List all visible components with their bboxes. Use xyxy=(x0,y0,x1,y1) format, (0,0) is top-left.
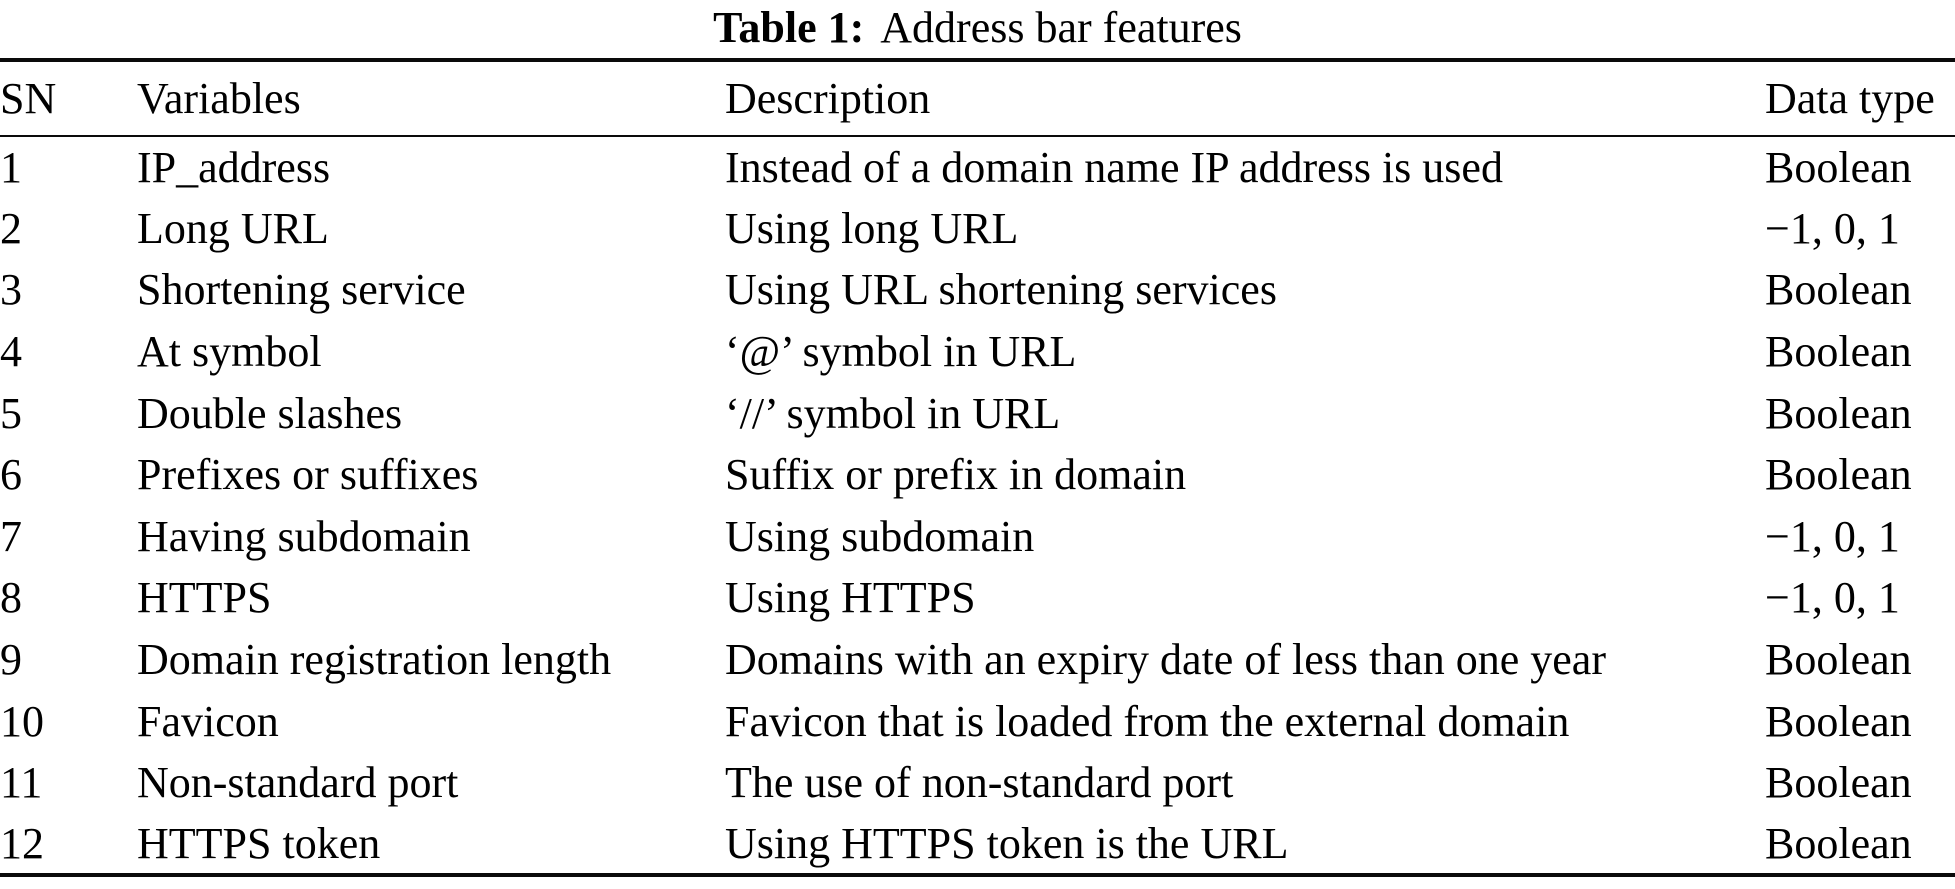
table-row: 1 IP_address Instead of a domain name IP… xyxy=(0,136,1955,198)
data-type-cell: Boolean xyxy=(1765,265,1912,315)
description-cell: ‘//’ symbol in URL xyxy=(725,388,1061,438)
table-row: 8 HTTPS Using HTTPS −1, 0, 1 xyxy=(0,567,1955,629)
sn-cell: 1 xyxy=(0,142,22,192)
table-caption-label: Table 1: xyxy=(713,3,865,52)
variable-cell: Prefixes or suffixes xyxy=(137,450,479,500)
sn-cell: 2 xyxy=(0,203,22,253)
variable-cell: Non-standard port xyxy=(137,758,459,808)
table-header: SN Variables Description Data type xyxy=(0,60,1955,137)
sn-cell: 3 xyxy=(0,265,22,315)
description-cell: Favicon that is loaded from the external… xyxy=(725,696,1570,746)
table-caption-title: Address bar features xyxy=(880,3,1242,52)
table-row: 3 Shortening service Using URL shortenin… xyxy=(0,259,1955,321)
data-type-cell: Boolean xyxy=(1765,388,1912,438)
variable-cell: Shortening service xyxy=(137,265,466,315)
data-type-cell: −1, 0, 1 xyxy=(1765,511,1900,561)
description-cell: Using URL shortening services xyxy=(725,265,1277,315)
data-type-cell: −1, 0, 1 xyxy=(1765,573,1900,623)
data-type-cell: Boolean xyxy=(1765,696,1912,746)
variable-cell: At symbol xyxy=(137,327,322,377)
description-cell: Suffix or prefix in domain xyxy=(725,450,1187,500)
sn-cell: 4 xyxy=(0,327,22,377)
sn-cell: 11 xyxy=(0,758,43,808)
variable-cell: Favicon xyxy=(137,696,279,746)
description-cell: Using subdomain xyxy=(725,511,1035,561)
table-row: 2 Long URL Using long URL −1, 0, 1 xyxy=(0,198,1955,260)
sn-cell: 10 xyxy=(0,696,44,746)
variable-cell: Domain registration length xyxy=(137,635,612,685)
description-cell: Using HTTPS token is the URL xyxy=(725,818,1289,868)
sn-cell: 7 xyxy=(0,511,22,561)
data-type-cell: −1, 0, 1 xyxy=(1765,203,1900,253)
table-caption: Table 1: Address bar features xyxy=(0,0,1955,58)
table-row: 10 Favicon Favicon that is loaded from t… xyxy=(0,690,1955,752)
table-row: 7 Having subdomain Using subdomain −1, 0… xyxy=(0,506,1955,568)
sn-cell: 12 xyxy=(0,818,44,868)
data-type-cell: Boolean xyxy=(1765,635,1912,685)
header-variables: Variables xyxy=(137,60,725,137)
variable-cell: IP_address xyxy=(137,142,331,192)
description-cell: ‘@’ symbol in URL xyxy=(725,327,1077,377)
header-sn: SN xyxy=(0,60,137,137)
header-data-type: Data type xyxy=(1765,60,1955,137)
address-bar-features-table: SN Variables Description Data type 1 IP_… xyxy=(0,58,1955,878)
description-cell: Using long URL xyxy=(725,203,1019,253)
data-type-cell: Boolean xyxy=(1765,450,1912,500)
header-row: SN Variables Description Data type xyxy=(0,60,1955,137)
variable-cell: Double slashes xyxy=(137,388,403,438)
sn-cell: 6 xyxy=(0,450,22,500)
data-type-cell: Boolean xyxy=(1765,142,1912,192)
description-cell: The use of non-standard port xyxy=(725,758,1234,808)
header-description: Description xyxy=(725,60,1765,137)
table-body: 1 IP_address Instead of a domain name IP… xyxy=(0,136,1955,875)
description-cell: Using HTTPS xyxy=(725,573,976,623)
data-type-cell: Boolean xyxy=(1765,818,1912,868)
table-row: 4 At symbol ‘@’ symbol in URL Boolean xyxy=(0,321,1955,383)
table-row: 12 HTTPS token Using HTTPS token is the … xyxy=(0,814,1955,876)
data-type-cell: Boolean xyxy=(1765,327,1912,377)
table-row: 5 Double slashes ‘//’ symbol in URL Bool… xyxy=(0,382,1955,444)
table-row: 11 Non-standard port The use of non-stan… xyxy=(0,752,1955,814)
variable-cell: HTTPS xyxy=(137,573,272,623)
table-row: 9 Domain registration length Domains wit… xyxy=(0,629,1955,691)
table-row: 6 Prefixes or suffixes Suffix or prefix … xyxy=(0,444,1955,506)
variable-cell: Long URL xyxy=(137,203,329,253)
sn-cell: 9 xyxy=(0,635,22,685)
data-type-cell: Boolean xyxy=(1765,758,1912,808)
description-cell: Instead of a domain name IP address is u… xyxy=(725,142,1503,192)
sn-cell: 5 xyxy=(0,388,22,438)
variable-cell: Having subdomain xyxy=(137,511,471,561)
variable-cell: HTTPS token xyxy=(137,818,381,868)
sn-cell: 8 xyxy=(0,573,22,623)
description-cell: Domains with an expiry date of less than… xyxy=(725,635,1606,685)
